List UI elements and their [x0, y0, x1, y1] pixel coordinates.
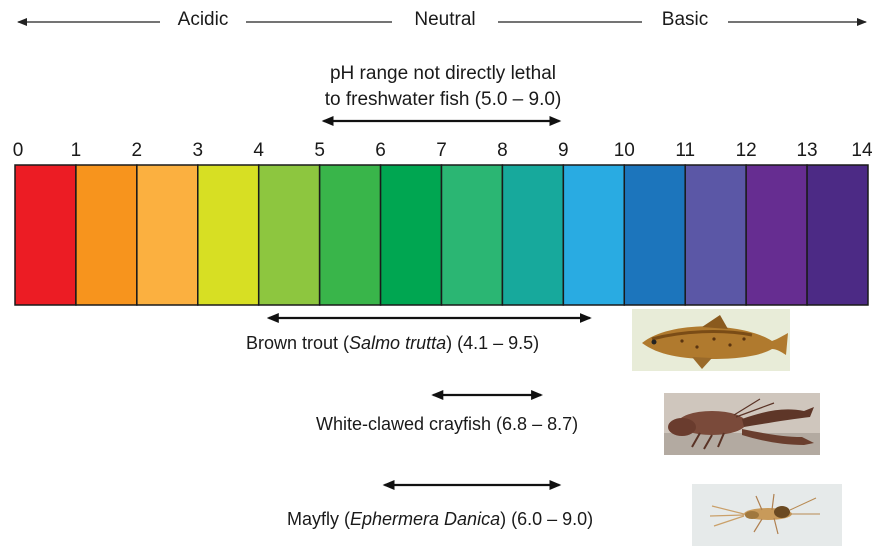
brown-trout-caption-post: ) (4.1 – 9.5)	[446, 333, 539, 353]
tick-label-5: 5	[314, 140, 325, 162]
neutral-label: Neutral	[414, 9, 475, 31]
mayfly-image	[692, 484, 842, 546]
tick-label-10: 10	[614, 140, 635, 162]
tick-label-8: 8	[497, 140, 508, 162]
tick-label-1: 1	[71, 140, 82, 162]
tick-label-12: 12	[736, 140, 757, 162]
ph-segment-2	[137, 165, 198, 305]
ph-color-scale	[15, 165, 868, 305]
ph-segment-4	[259, 165, 320, 305]
tick-label-6: 6	[375, 140, 386, 162]
mayfly-caption: Mayfly (Ephermera Danica) (6.0 – 9.0)	[287, 508, 593, 530]
tick-label-11: 11	[675, 140, 695, 162]
brown-trout-caption: Brown trout (Salmo trutta) (4.1 – 9.5)	[246, 332, 539, 354]
mayfly-caption-post: ) (6.0 – 9.0)	[500, 509, 593, 529]
tick-label-0: 0	[13, 140, 24, 162]
ph-segment-5	[320, 165, 381, 305]
ph-segment-1	[76, 165, 137, 305]
ph-segment-10	[624, 165, 685, 305]
ph-segment-3	[198, 165, 259, 305]
lethal-note-line1: pH range not directly lethal	[330, 63, 556, 85]
tick-label-13: 13	[796, 140, 817, 162]
ph-segment-11	[685, 165, 746, 305]
basic-label: Basic	[662, 9, 708, 31]
crayfish-caption: White-clawed crayfish (6.8 – 8.7)	[316, 413, 578, 435]
brown-trout-caption-species: Salmo trutta	[349, 333, 446, 353]
ph-segment-13	[807, 165, 868, 305]
crayfish-caption-text: White-clawed crayfish (6.8 – 8.7)	[316, 414, 578, 434]
tick-label-14: 14	[851, 140, 872, 162]
tick-label-7: 7	[436, 140, 447, 162]
ph-segment-0	[15, 165, 76, 305]
acidic-label: Acidic	[178, 9, 229, 31]
ph-segment-12	[746, 165, 807, 305]
crayfish-image	[664, 393, 820, 455]
mayfly-caption-pre: Mayfly (	[287, 509, 350, 529]
ph-segment-8	[502, 165, 563, 305]
ph-segment-9	[563, 165, 624, 305]
mayfly-caption-species: Ephermera Danica	[350, 509, 500, 529]
ph-segment-7	[442, 165, 503, 305]
ph-segment-6	[381, 165, 442, 305]
lethal-note-line2: to freshwater fish (5.0 – 9.0)	[325, 89, 562, 111]
brown-trout-caption-pre: Brown trout (	[246, 333, 349, 353]
tick-label-4: 4	[253, 140, 264, 162]
tick-label-9: 9	[558, 140, 569, 162]
tick-label-2: 2	[132, 140, 143, 162]
tick-label-3: 3	[192, 140, 203, 162]
brown-trout-image	[632, 309, 790, 371]
